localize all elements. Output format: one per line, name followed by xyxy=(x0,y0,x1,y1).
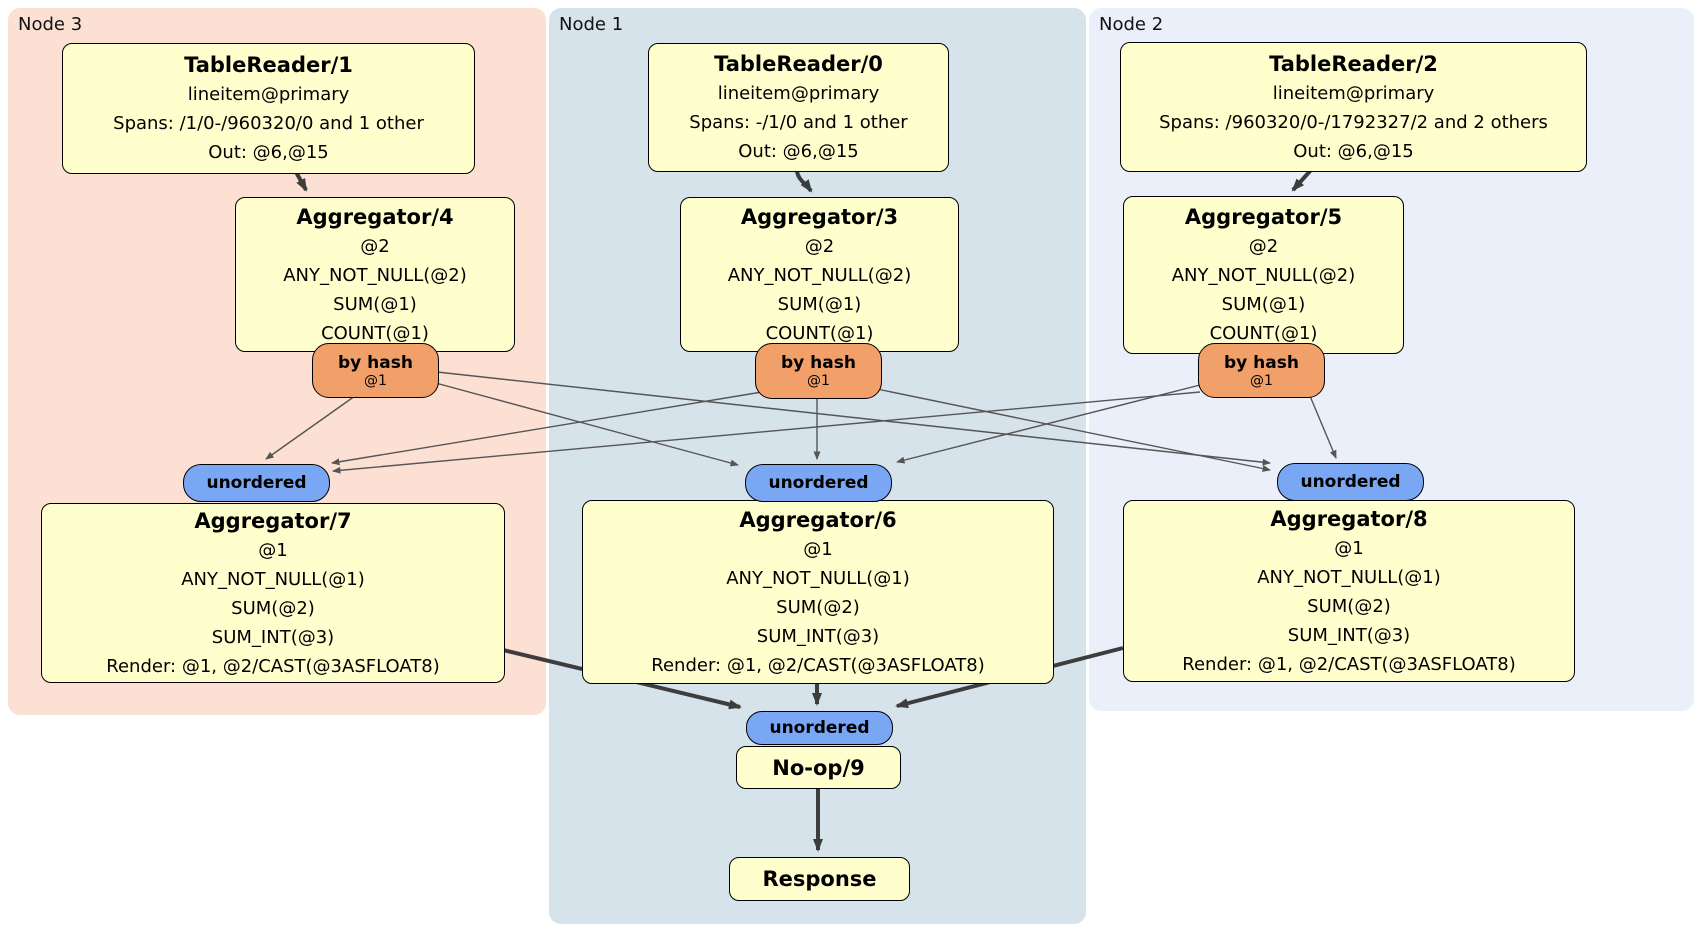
processor-title: Aggregator/8 xyxy=(1270,506,1428,531)
agg-fn: SUM(@1) xyxy=(333,293,417,315)
region-node-2-label: Node 2 xyxy=(1099,14,1164,35)
processor-aggregator-5: Aggregator/5 @2 ANY_NOT_NULL(@2) SUM(@1)… xyxy=(1123,196,1404,354)
agg-fn: COUNT(@1) xyxy=(1209,323,1318,344)
region-node-3-label: Node 3 xyxy=(18,14,83,35)
processor-index: lineitem@primary xyxy=(717,83,880,104)
processor-spans: Spans: -/1/0 and 1 other xyxy=(689,112,908,133)
agg-render: Render: @1, @2/CAST(@3ASFLOAT8) xyxy=(1182,653,1516,675)
processor-index: lineitem@primary xyxy=(187,84,350,105)
processor-title: Aggregator/3 xyxy=(740,204,899,229)
processor-out: Out: @6,@15 xyxy=(738,141,859,162)
processor-tablereader-2: TableReader/2 lineitem@primary Spans: /9… xyxy=(1120,42,1587,172)
sync-label: unordered xyxy=(769,718,870,738)
agg-fn: SUM_INT(@3) xyxy=(211,626,335,648)
processor-spans: Spans: /960320/0-/1792327/2 and 2 others xyxy=(1159,111,1548,133)
processor-title: TableReader/1 xyxy=(184,53,353,77)
processor-title: Response xyxy=(762,867,877,891)
agg-fn: ANY_NOT_NULL(@2) xyxy=(727,264,912,286)
edge-byhash3-sync8 xyxy=(871,387,1271,472)
agg-fn: COUNT(@1) xyxy=(321,322,429,344)
region-node-1-label: Node 1 xyxy=(559,14,624,35)
processor-aggregator-6: Aggregator/6 @1 ANY_NOT_NULL(@1) SUM(@2)… xyxy=(582,500,1054,684)
edge-tr0-agg3 xyxy=(795,169,813,193)
edge-byhash5-sync6 xyxy=(896,383,1205,464)
agg-fn: SUM(@1) xyxy=(1221,294,1306,315)
router-by-hash-5: by hash @1 xyxy=(1198,343,1325,398)
agg-fn: SUM_INT(@3) xyxy=(756,625,880,647)
processor-noop-9: No-op/9 xyxy=(736,746,901,789)
agg-fn: ANY_NOT_NULL(@1) xyxy=(726,567,910,589)
processor-title: TableReader/0 xyxy=(714,52,883,76)
processor-title: Aggregator/4 xyxy=(296,204,454,229)
processor-aggregator-3: Aggregator/3 @2 ANY_NOT_NULL(@2) SUM(@1)… xyxy=(680,197,959,352)
processor-index: lineitem@primary xyxy=(1272,82,1435,104)
edge-byhash4-sync8 xyxy=(436,371,1271,466)
processor-aggregator-8: Aggregator/8 @1 ANY_NOT_NULL(@1) SUM(@2)… xyxy=(1123,500,1575,682)
processor-tablereader-1: TableReader/1 lineitem@primary Spans: /1… xyxy=(62,43,475,174)
processor-aggregator-4: Aggregator/4 @2 ANY_NOT_NULL(@2) SUM(@1)… xyxy=(235,197,515,352)
agg-render: Render: @1, @2/CAST(@3ASFLOAT8) xyxy=(106,655,440,677)
edge-byhash5-sync8 xyxy=(1309,395,1337,459)
processor-title: Aggregator/6 xyxy=(739,507,897,532)
processor-title: TableReader/2 xyxy=(1269,51,1438,76)
agg-fn: SUM_INT(@3) xyxy=(1287,624,1411,646)
agg-groupcols: @2 xyxy=(1248,236,1279,257)
response-node: Response xyxy=(729,857,910,901)
processor-spans: Spans: /1/0-/960320/0 and 1 other xyxy=(113,113,424,134)
agg-fn: ANY_NOT_NULL(@1) xyxy=(1257,566,1441,588)
sync-label: unordered xyxy=(1300,472,1401,492)
router-by-hash-3: by hash @1 xyxy=(755,343,882,399)
agg-fn: ANY_NOT_NULL(@2) xyxy=(283,264,467,286)
agg-groupcols: @1 xyxy=(1334,537,1364,559)
processor-out: Out: @6,@15 xyxy=(208,142,329,163)
edge-byhash3-sync7 xyxy=(331,391,763,466)
agg-render: Render: @1, @2/CAST(@3ASFLOAT8) xyxy=(651,654,985,676)
sync-unordered-8: unordered xyxy=(1277,463,1424,501)
sync-unordered-7: unordered xyxy=(183,464,330,502)
processor-title: No-op/9 xyxy=(772,755,865,780)
edge-byhash4-sync7 xyxy=(265,395,356,460)
agg-groupcols: @1 xyxy=(803,538,833,560)
agg-groupcols: @1 xyxy=(258,539,288,561)
processor-title: Aggregator/7 xyxy=(194,508,352,533)
agg-fn: SUM(@2) xyxy=(776,596,860,618)
router-key: @1 xyxy=(807,373,830,389)
processor-aggregator-7: Aggregator/7 @1 ANY_NOT_NULL(@1) SUM(@2)… xyxy=(41,503,505,683)
sync-label: unordered xyxy=(206,473,307,493)
processor-tablereader-0: TableReader/0 lineitem@primary Spans: -/… xyxy=(648,43,949,172)
agg-fn: SUM(@1) xyxy=(777,293,862,315)
agg-fn: ANY_NOT_NULL(@1) xyxy=(181,568,365,590)
router-label: by hash xyxy=(781,353,856,373)
agg-fn: COUNT(@1) xyxy=(765,322,874,344)
edge-byhash4-sync6 xyxy=(431,381,739,467)
processor-title: Aggregator/5 xyxy=(1184,205,1343,229)
router-label: by hash xyxy=(1224,352,1299,373)
processor-out: Out: @6,@15 xyxy=(1293,140,1414,162)
agg-groupcols: @2 xyxy=(804,235,835,257)
sync-label: unordered xyxy=(768,473,869,493)
router-by-hash-4: by hash @1 xyxy=(312,343,439,398)
agg-fn: SUM(@2) xyxy=(1307,595,1391,617)
agg-fn: ANY_NOT_NULL(@2) xyxy=(1171,265,1356,286)
router-key: @1 xyxy=(1250,372,1273,389)
router-label: by hash xyxy=(338,352,413,373)
router-key: @1 xyxy=(364,372,387,389)
agg-fn: SUM(@2) xyxy=(231,597,315,619)
sync-unordered-final: unordered xyxy=(746,711,893,745)
edge-byhash5-sync7 xyxy=(332,391,1201,474)
edge-tr2-agg5 xyxy=(1291,168,1313,192)
edge-tr1-agg4 xyxy=(294,171,308,192)
agg-groupcols: @2 xyxy=(360,235,390,257)
sync-unordered-6: unordered xyxy=(745,464,892,502)
